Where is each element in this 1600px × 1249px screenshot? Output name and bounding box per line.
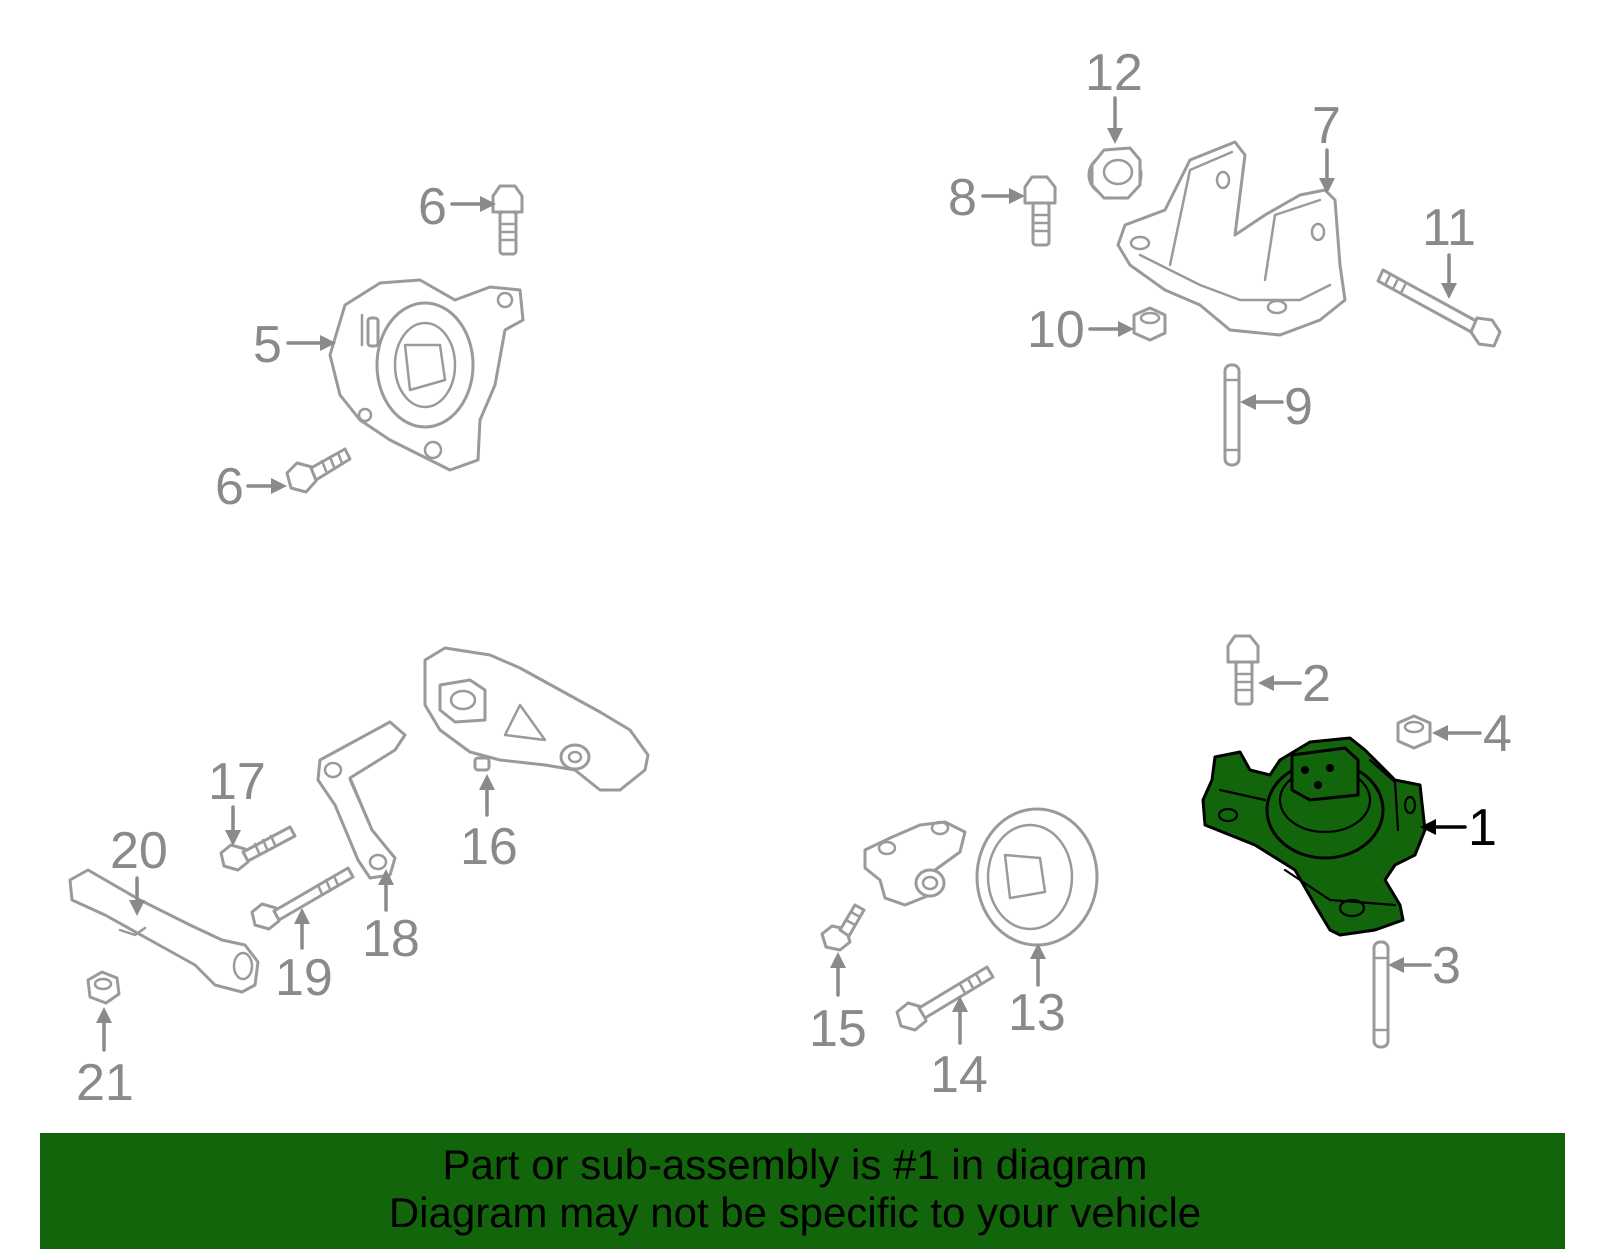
callout-3-label: 3 <box>1432 937 1461 995</box>
callout-9-label: 9 <box>1284 378 1313 436</box>
callout-15-label: 15 <box>809 1000 867 1058</box>
part-7-mount-bracket[interactable] <box>1116 140 1347 337</box>
callout-13-label: 13 <box>1008 984 1066 1042</box>
part-17-bolt[interactable] <box>219 825 297 872</box>
callout-15[interactable]: 15 <box>809 952 867 1058</box>
callout-2-label: 2 <box>1302 655 1331 713</box>
callout-17-label: 17 <box>208 753 266 811</box>
part-3-stud[interactable] <box>1372 940 1390 1049</box>
callout-5[interactable]: 5 <box>253 316 336 374</box>
callout-14[interactable]: 14 <box>930 996 988 1104</box>
callout-18[interactable]: 18 <box>362 869 420 968</box>
callout-21-label: 21 <box>76 1054 134 1112</box>
part-4-nut[interactable] <box>1396 714 1432 750</box>
callout-10-label: 10 <box>1027 301 1085 359</box>
part-6-bolt-bottom[interactable] <box>285 447 352 494</box>
part-8-bolt[interactable] <box>1023 175 1057 247</box>
part-15-bolt[interactable] <box>820 903 866 952</box>
callout-6-top[interactable]: 6 <box>418 178 496 236</box>
callout-21[interactable]: 21 <box>76 1007 134 1112</box>
callout-8-label: 8 <box>948 169 977 227</box>
callout-11-label: 11 <box>1422 199 1476 257</box>
callout-17[interactable]: 17 <box>208 753 266 846</box>
part-6-bolt-top[interactable] <box>491 184 524 256</box>
callout-19[interactable]: 19 <box>275 908 333 1007</box>
part-20-rod[interactable] <box>68 868 260 994</box>
callout-18-label: 18 <box>362 910 420 968</box>
part-14-bolt[interactable] <box>895 965 995 1032</box>
callout-14-label: 14 <box>930 1046 988 1104</box>
callout-16-label: 16 <box>460 818 518 876</box>
callout-6-bottom[interactable]: 6 <box>215 458 287 516</box>
callout-5-label: 5 <box>253 316 282 374</box>
callout-7[interactable]: 7 <box>1312 97 1341 194</box>
callout-1-label: 1 <box>1468 799 1497 857</box>
callout-2[interactable]: 2 <box>1258 655 1331 713</box>
callout-7-label: 7 <box>1312 97 1341 155</box>
callout-4-label: 4 <box>1483 705 1512 763</box>
part-2-bolt[interactable] <box>1226 634 1260 706</box>
callout-20[interactable]: 20 <box>110 822 168 916</box>
callout-11[interactable]: 11 <box>1422 199 1476 299</box>
part-19-long-bolt[interactable] <box>250 866 355 931</box>
part-9-stud[interactable] <box>1223 363 1241 467</box>
callout-12[interactable]: 12 <box>1085 44 1143 144</box>
part-16-rear-bracket[interactable] <box>423 646 650 792</box>
callout-12-label: 12 <box>1085 44 1143 102</box>
callout-19-label: 19 <box>275 949 333 1007</box>
callout-1[interactable]: 1 <box>1420 799 1497 857</box>
callout-6-top-label: 6 <box>418 178 447 236</box>
callout-9[interactable]: 9 <box>1240 378 1313 436</box>
part-12-bushing[interactable] <box>1087 146 1143 200</box>
callout-10[interactable]: 10 <box>1027 301 1134 359</box>
callout-16[interactable]: 16 <box>460 774 518 876</box>
info-banner: Part or sub-assembly is #1 in diagram Di… <box>40 1133 1565 1249</box>
callout-13[interactable]: 13 <box>1008 943 1066 1042</box>
part-13-transmission-mount[interactable] <box>863 807 1099 947</box>
callout-4[interactable]: 4 <box>1432 705 1512 763</box>
callout-20-label: 20 <box>110 822 168 880</box>
callout-6-bottom-label: 6 <box>215 458 244 516</box>
callout-8[interactable]: 8 <box>948 169 1025 227</box>
part-1-engine-mount-highlighted[interactable] <box>1201 736 1427 937</box>
part-11-long-bolt[interactable] <box>1376 268 1502 348</box>
banner-line-2: Diagram may not be specific to your vehi… <box>388 1189 1202 1236</box>
part-10-nut[interactable] <box>1132 306 1167 342</box>
part-5-engine-mount[interactable] <box>328 278 525 472</box>
part-21-nut[interactable] <box>86 970 121 1005</box>
part-18-torque-link[interactable] <box>316 720 407 880</box>
callout-3[interactable]: 3 <box>1388 937 1461 995</box>
banner-line-1: Part or sub-assembly is #1 in diagram <box>442 1141 1148 1188</box>
